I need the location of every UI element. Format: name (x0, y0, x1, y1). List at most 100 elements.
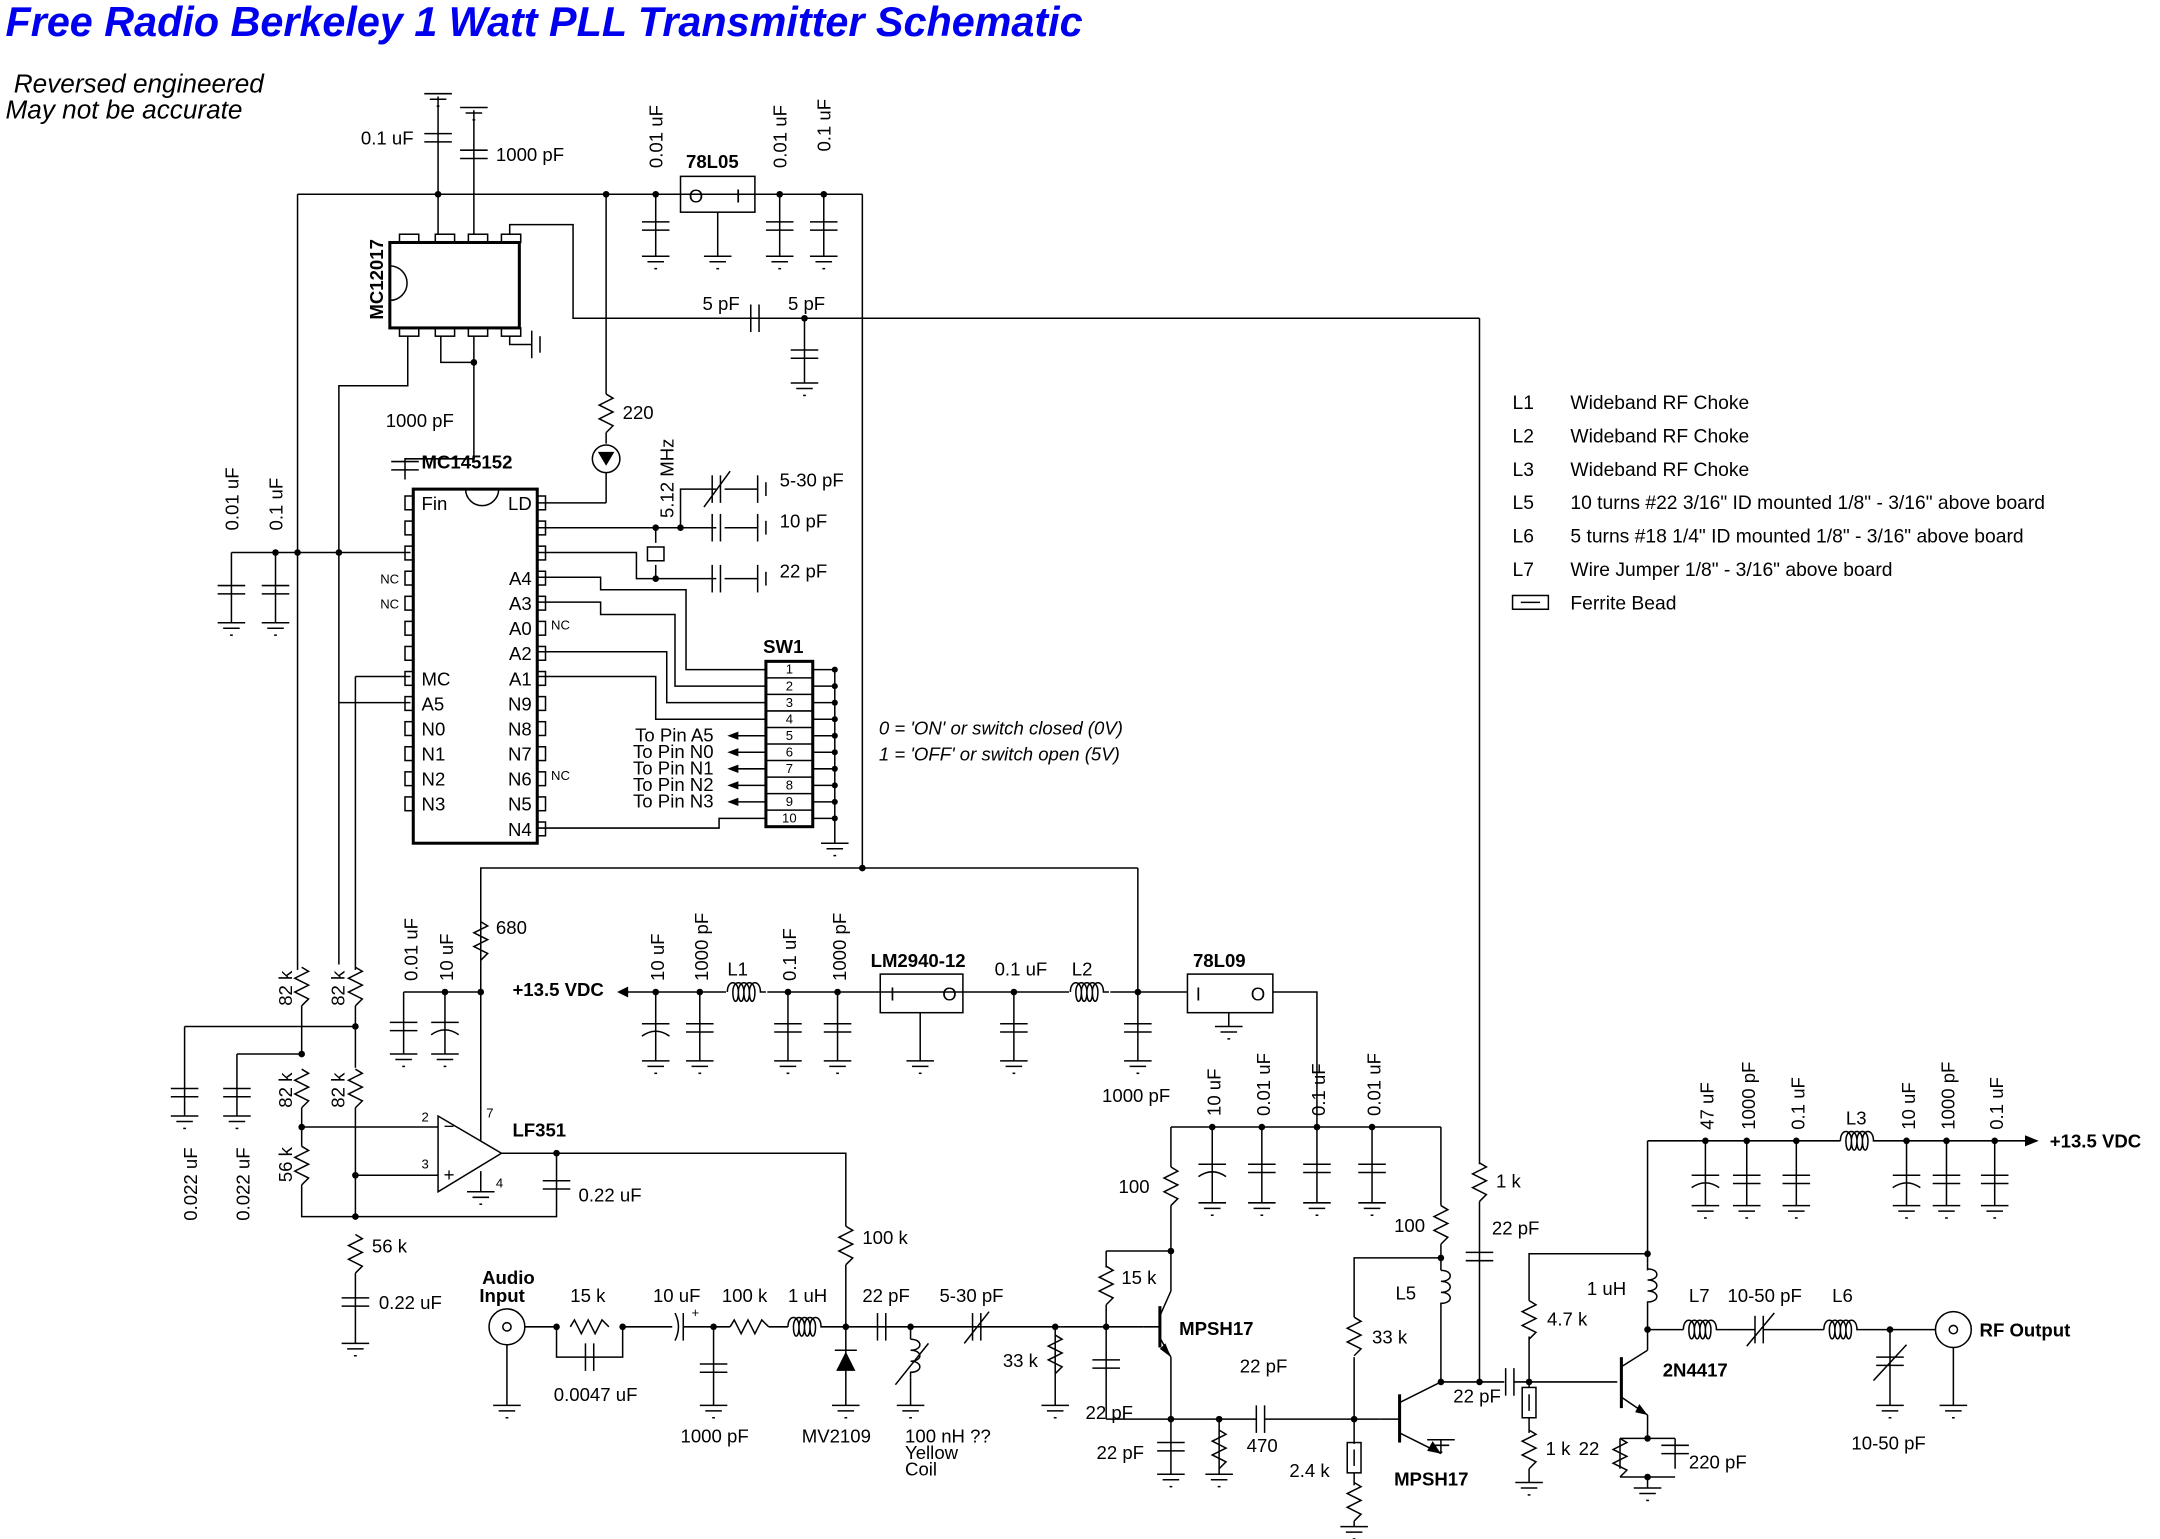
inductor-label: Coil (905, 1459, 937, 1480)
crystal-label: 5.12 MHz (657, 439, 678, 519)
ic-mc12017 (388, 240, 521, 330)
cap-label: 0.1 uF (1788, 1077, 1809, 1130)
ic-pin-label: N0 (422, 718, 446, 739)
reg-pin-label: I (890, 983, 895, 1004)
ic-pin (404, 771, 415, 787)
res-label: 22 (1579, 1438, 1600, 1459)
reg-78l09 (1186, 973, 1274, 1014)
rf-output-jack[interactable] (1934, 1310, 1973, 1349)
res-label: 100 (1119, 1176, 1150, 1197)
sw1-position-3[interactable]: 3 (786, 695, 793, 710)
cap-label: 0.1 uF (1986, 1077, 2007, 1130)
nc-label: NC (380, 597, 399, 612)
sw1-position-1[interactable]: 1 (786, 662, 793, 677)
cap-label: 5 pF (703, 293, 740, 314)
ic-pin-label: A5 (422, 693, 445, 714)
sw1-position-6[interactable]: 6 (786, 744, 793, 759)
sw1-output-label: To Pin N1 (633, 757, 714, 778)
legend-desc: Ferrite Bead (1570, 593, 1676, 614)
legend-ref: L7 (1513, 560, 1534, 581)
sw1-output-label: To Pin N3 (633, 790, 714, 811)
sw1-position-5[interactable]: 5 (786, 728, 793, 743)
cap-label: 1000 pF (386, 410, 454, 431)
ic-pin (536, 570, 547, 586)
inductor-label: L3 (1846, 1107, 1867, 1128)
legend-desc: 10 turns #22 3/16" ID mounted 1/8" - 3/1… (1570, 493, 2045, 514)
inductor-label: L2 (1072, 958, 1093, 979)
cap-label: 10 uF (653, 1285, 701, 1306)
reg-pin-label: I (1196, 983, 1201, 1004)
note-reverse-engineered: Reversed engineered (14, 68, 266, 98)
reg-label-78l05: 78L05 (686, 151, 739, 172)
ic-pin-label: A1 (509, 668, 532, 689)
sw1-position-8[interactable]: 8 (786, 777, 793, 792)
ic-pin (404, 796, 415, 812)
inductor-label: 1 uH (1587, 1278, 1626, 1299)
cap-label: 5-30 pF (780, 469, 844, 490)
cap-label: 0.01 uF (770, 105, 791, 168)
cap-label: 10 uF (1204, 1068, 1225, 1116)
transistor-label-q1: MPSH17 (1179, 1318, 1253, 1339)
sw1-position-9[interactable]: 9 (786, 794, 793, 809)
res-label: 33 k (1003, 1350, 1039, 1371)
opamp-pin: 4 (496, 1176, 503, 1191)
legend-desc: Wideband RF Choke (1570, 460, 1749, 481)
ic-pin-label: N3 (422, 794, 446, 815)
cap-label: 0.01 uF (400, 918, 421, 981)
res-label: 1 k (1496, 1171, 1521, 1192)
cap-label: 0.022 uF (232, 1147, 253, 1220)
inductor-label: 100 nH ?? (905, 1426, 991, 1447)
cap-label: 10-50 pF (1727, 1285, 1801, 1306)
ic-pin (404, 670, 415, 687)
opamp-pin: 3 (422, 1156, 429, 1171)
cap-label: 10 uF (436, 933, 457, 981)
ic-pin (536, 645, 547, 661)
cap-label: 47 uF (1697, 1082, 1718, 1130)
opamp-label: LF351 (512, 1120, 566, 1141)
reg-label-lm2940: LM2940-12 (871, 950, 966, 971)
legend-desc: 5 turns #18 1/4" ID mounted 1/8" - 3/16"… (1570, 527, 2023, 548)
cap-label: 22 pF (862, 1285, 910, 1306)
switch-note-on: 0 = 'ON' or switch closed (0V) (879, 717, 1123, 738)
res-label: 4.7 k (1547, 1308, 1588, 1329)
ic-pin-label: N1 (422, 744, 446, 765)
opamp-pin: 7 (486, 1105, 493, 1120)
ic-pin (404, 570, 415, 586)
opamp-minus: − (444, 1116, 455, 1137)
ic-pin (536, 595, 547, 611)
cap-label: 220 pF (1689, 1452, 1747, 1473)
ic-pin-label: N9 (508, 693, 532, 714)
cap-label: 1000 pF (1102, 1085, 1170, 1106)
res-label: 56 k (275, 1146, 296, 1182)
ic-pin (404, 645, 415, 661)
cap-label: 0.1 uF (779, 928, 800, 981)
sw1-position-7[interactable]: 7 (786, 761, 793, 776)
legend-ref: L3 (1513, 460, 1534, 481)
sw1-position-10[interactable]: 10 (782, 811, 797, 826)
legend-desc: Wideband RF Choke (1570, 393, 1749, 414)
legend-ref: L6 (1513, 527, 1534, 548)
ic-pin (404, 746, 415, 762)
ic-pin-label: N5 (508, 794, 532, 815)
sw1-position-4[interactable]: 4 (786, 711, 793, 726)
cap-label: 22 pF (1240, 1355, 1288, 1376)
opamp-plus: + (444, 1164, 455, 1185)
inductor-label: Yellow (905, 1442, 959, 1463)
reg-pin-label: O (689, 186, 703, 207)
ic-pin (404, 720, 415, 737)
audio-input-jack[interactable] (488, 1308, 526, 1346)
ic-pin-label: A3 (509, 593, 532, 614)
audio-input-label: Input (479, 1285, 524, 1306)
legend-desc: Wideband RF Choke (1570, 427, 1749, 448)
inductor-label: L1 (727, 958, 748, 979)
sw1-position-2[interactable]: 2 (786, 678, 793, 693)
cap-label: 1000 pF (1738, 1062, 1759, 1130)
cap-label: 10 pF (780, 511, 828, 532)
ic-pin-label: Fin (422, 493, 448, 514)
supply-in-label: +13.5 VDC (512, 979, 603, 1000)
ic-label-mc12017: MC12017 (366, 239, 387, 320)
res-label: 82 k (275, 1072, 296, 1108)
